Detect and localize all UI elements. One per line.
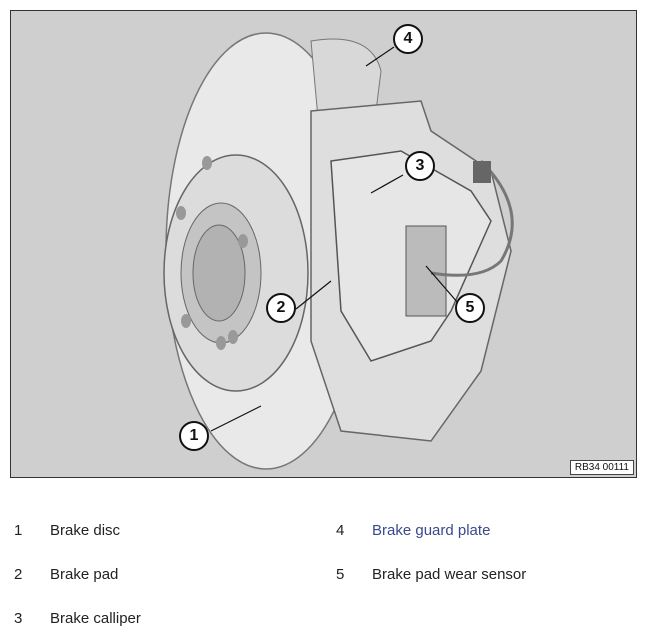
legend-number: 4 [336, 522, 345, 539]
brake-guard-plate-link[interactable]: Brake guard plate [372, 522, 491, 539]
brake-pad-window [405, 225, 447, 317]
legend-number: 5 [336, 566, 345, 583]
stud-hole [216, 336, 226, 350]
stud-hole [176, 206, 186, 220]
legend-number: 3 [14, 610, 23, 627]
stud-hole [202, 156, 212, 170]
wear-sensor-cable [430, 159, 514, 277]
legend-label: Brake calliper [50, 610, 141, 627]
brake-figure: 1 2 3 4 5 RB34 00111 [10, 10, 637, 478]
stud-hole [181, 314, 191, 328]
callout-4: 4 [393, 24, 423, 54]
legend-label: Brake pad [50, 566, 119, 583]
stud-hole [238, 234, 248, 248]
callout-2: 2 [266, 293, 296, 323]
legend-label: Brake disc [50, 522, 121, 539]
legend-number: 1 [14, 522, 23, 539]
callout-5: 5 [455, 293, 485, 323]
callout-1: 1 [179, 421, 209, 451]
legend-label: Brake pad wear sensor [372, 566, 527, 583]
legend-number: 2 [14, 566, 23, 583]
brake-illustration [163, 32, 514, 470]
figure-id: RB34 00111 [569, 460, 634, 475]
callout-3: 3 [405, 151, 435, 181]
wear-sensor-connector [473, 161, 491, 183]
stud-hole [228, 330, 238, 344]
